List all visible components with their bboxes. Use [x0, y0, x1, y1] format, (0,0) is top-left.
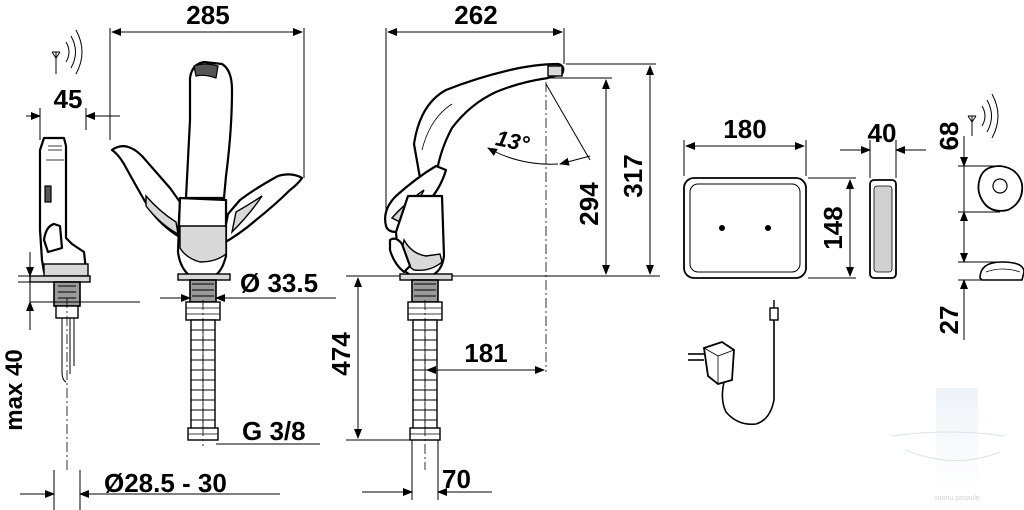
sprayer-button [44, 185, 52, 203]
dimension-sensor-width: 180 [683, 114, 807, 176]
remote-button-top [977, 165, 1024, 212]
dimension-label-474: 474 [326, 332, 356, 376]
dimension-hose-length: 474 [326, 275, 410, 441]
watermark-logo: vannu pasaule [891, 388, 1005, 502]
dimension-label-27: 27 [934, 306, 964, 335]
dimension-label-max-40: max 40 [1, 349, 28, 430]
dimension-spout-reach: 181 [426, 338, 545, 374]
dimension-front-width: 285 [109, 0, 305, 178]
power-adapter [688, 300, 779, 426]
dimension-label-262: 262 [454, 0, 497, 30]
front-shank [189, 279, 217, 303]
dimension-label-148: 148 [818, 206, 848, 249]
dimension-button-diameter: 68 [934, 122, 1000, 240]
dimension-sensor-depth: 40 [840, 118, 926, 178]
dimension-spout-angle: 13° [487, 83, 591, 166]
dimension-sprayer-width: 45 [26, 84, 120, 140]
dimension-button-height: 27 [934, 230, 1000, 340]
wireless-icon [51, 29, 83, 75]
dimension-label-hole: Ø28.5 - 30 [104, 468, 227, 498]
dimension-label-70: 70 [442, 464, 471, 494]
faucet-front-view [110, 60, 304, 446]
dimension-label-181: 181 [464, 338, 507, 368]
dimension-max-40: max 40 [1, 252, 140, 431]
dimension-label-g38: G 3/8 [242, 416, 306, 446]
sensor-panel-side [869, 179, 897, 279]
dimension-thread: G 3/8 [216, 416, 320, 446]
dimension-base-offset: 70 [362, 440, 492, 500]
dimension-label-180: 180 [723, 114, 766, 144]
dimension-label-13-deg: 13° [494, 125, 532, 156]
faucet-side-view [384, 62, 565, 470]
dimension-base-diameter: Ø 33.5 [160, 268, 336, 302]
dimension-spout-heights: 294 317 [452, 63, 660, 277]
side-shank [411, 279, 439, 303]
dimension-label-45: 45 [54, 84, 83, 114]
dimension-label-33-5: Ø 33.5 [240, 268, 318, 298]
dimension-profile-width: 262 [385, 0, 565, 210]
dimension-label-317: 317 [618, 154, 648, 197]
button-wireless-icon [967, 93, 999, 139]
dimension-label-285: 285 [186, 0, 229, 30]
remote-button-side [979, 261, 1024, 281]
sensor-eye-right [765, 225, 771, 231]
dimension-label-294: 294 [574, 182, 604, 226]
dimension-label-40: 40 [868, 118, 897, 148]
dimension-label-68: 68 [934, 122, 964, 151]
dimension-sensor-height: 148 [808, 177, 856, 279]
sensor-panel-front [683, 177, 807, 279]
dimension-hole-diameter: Ø28.5 - 30 [20, 468, 280, 510]
sensor-eye-left [719, 225, 725, 231]
watermark-text: vannu pasaule [934, 495, 980, 502]
